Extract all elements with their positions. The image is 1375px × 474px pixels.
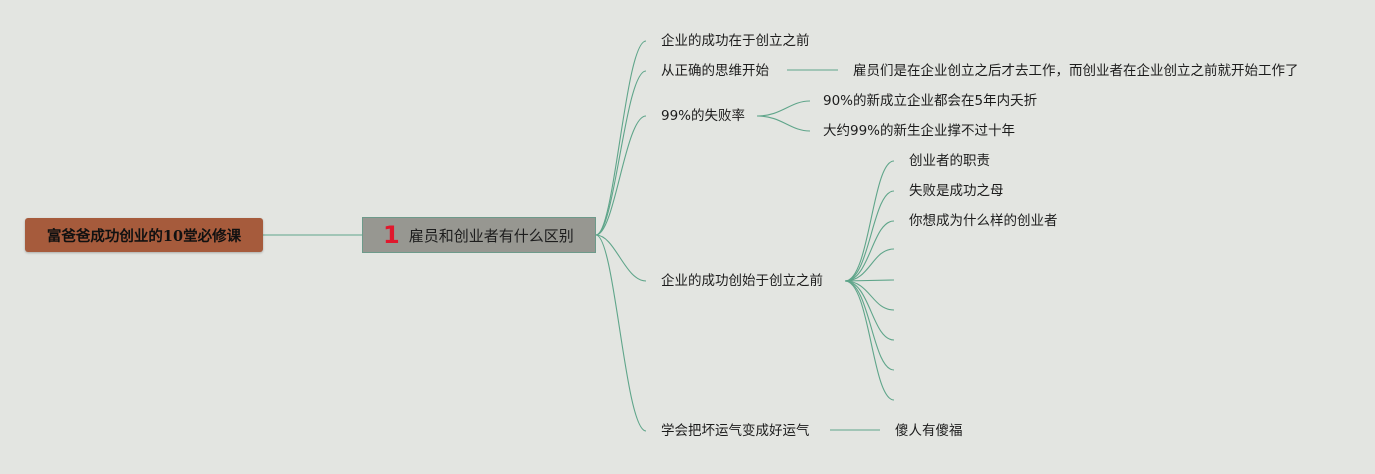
main-topic[interactable]: 1 雇员和创业者有什么区别 [362,217,596,253]
connector-branch-0 [595,40,647,236]
subtopic[interactable]: 雇员们是在企业创立之后才去工作，而创业者在企业创立之前就开始工作了 [853,63,1299,79]
connector-b3-child-0 [844,160,895,282]
root-topic-label: 富爸爸成功创业的10堂必修课 [46,227,242,245]
subtopic[interactable]: 大约99%的新生企业撑不过十年 [823,123,1016,139]
connector-b3-stub-3 [844,280,895,341]
root-topic[interactable]: 富爸爸成功创业的10堂必修课 [25,218,263,252]
main-topic-label: 雇员和创业者有什么区别 [408,226,574,245]
connector-b2-child-1 [756,115,811,132]
branch-topic[interactable]: 企业的成功创始于创立之前 [661,273,823,289]
branch-topic[interactable]: 学会把坏运气变成好运气 [661,423,810,439]
topic-number-marker: 1 [383,221,400,249]
subtopic[interactable]: 创业者的职责 [909,153,990,169]
subtopic[interactable]: 90%的新成立企业都会在5年内夭折 [823,93,1038,109]
branch-topic[interactable]: 99%的失败率 [661,108,746,124]
connector-b3-stub-0 [844,248,895,282]
subtopic[interactable]: 傻人有傻福 [895,423,963,439]
connector-b3-child-2 [844,220,895,282]
connector-branch-3 [595,234,647,282]
branch-topic[interactable]: 从正确的思维开始 [661,63,769,79]
subtopic[interactable]: 你想成为什么样的创业者 [909,213,1058,229]
connector-branch-2 [595,115,647,236]
connector-b3-child-1 [844,190,895,282]
connector-b2-child-0 [756,100,811,117]
subtopic[interactable]: 失败是成功之母 [909,183,1004,199]
branch-topic[interactable]: 企业的成功在于创立之前 [661,33,810,49]
connector-branch-4 [595,234,647,432]
connector-branch-1 [595,70,647,236]
connector-b3-stub-5 [844,280,895,401]
connector-b3-stub-1 [844,279,895,282]
